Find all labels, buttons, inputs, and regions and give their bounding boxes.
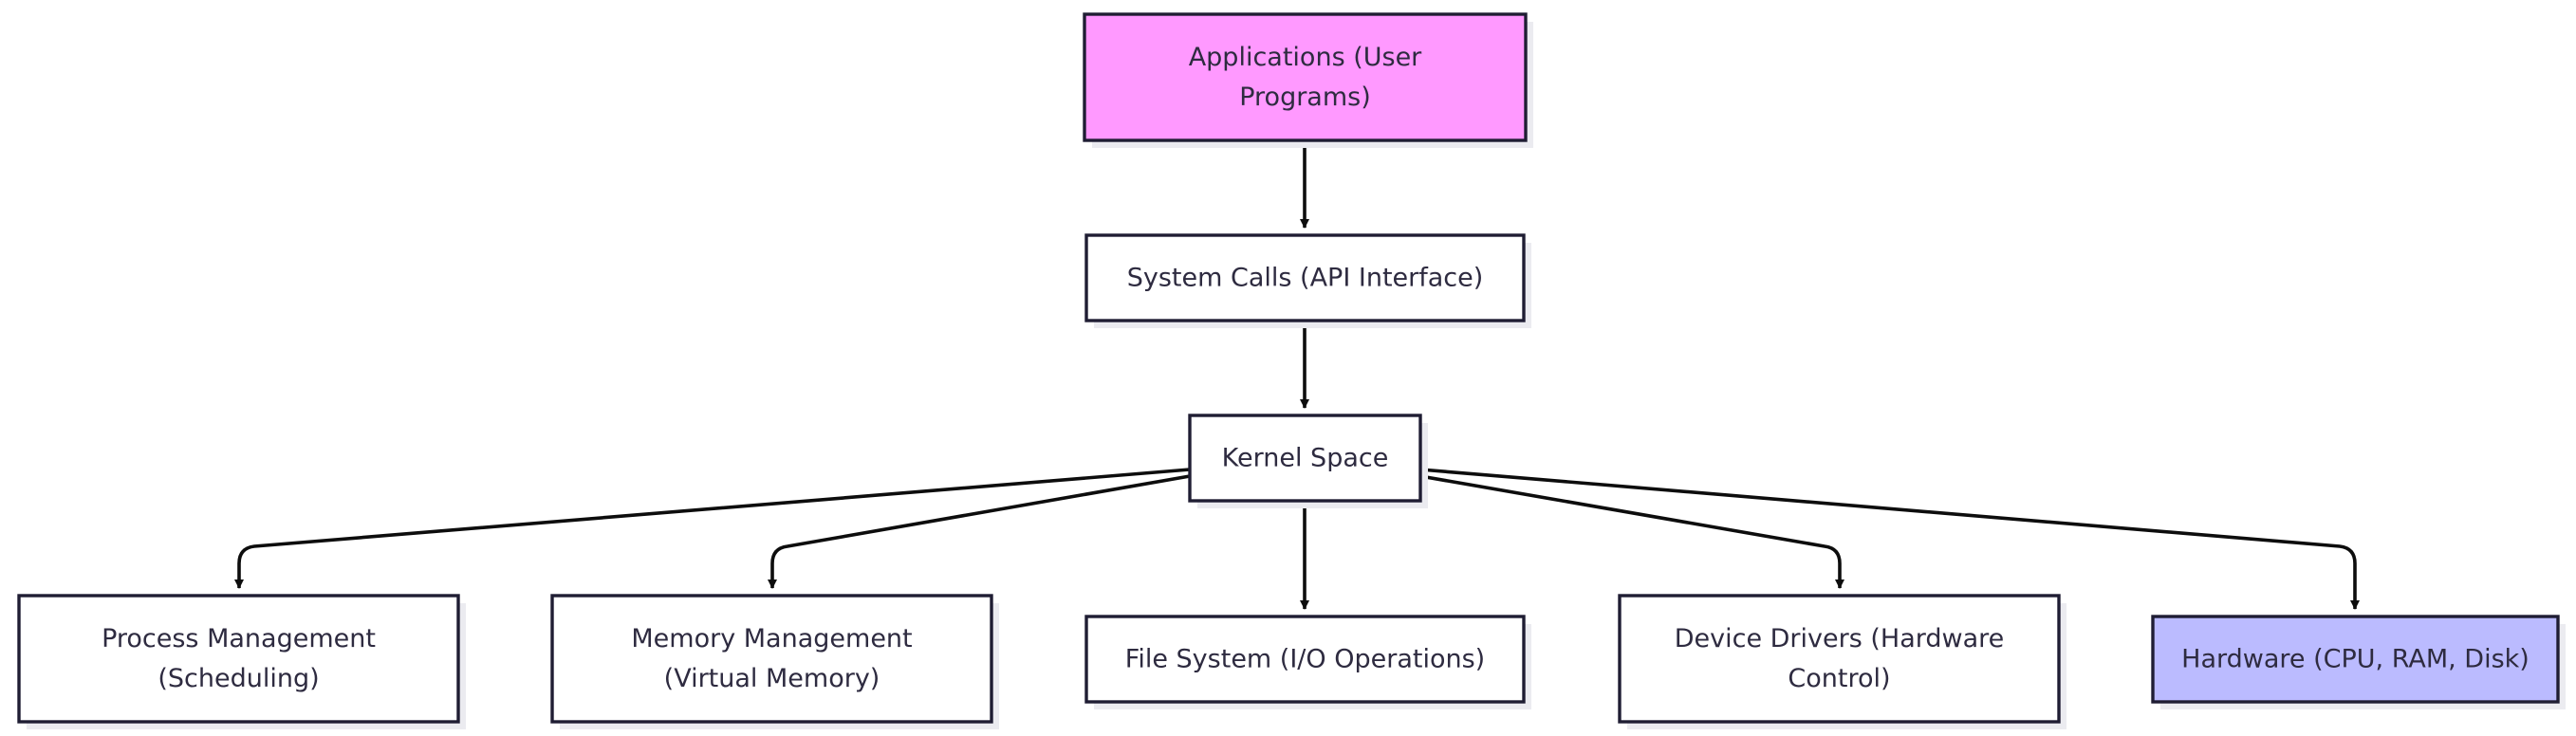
node-label-line: Process Management bbox=[102, 624, 376, 653]
node-memory-management: Memory Management (Virtual Memory) bbox=[550, 594, 999, 729]
node-label-line: Kernel Space bbox=[1222, 444, 1389, 473]
edges-layer bbox=[234, 140, 2360, 610]
edge-kernel-space-to-memory-management bbox=[768, 474, 1191, 589]
node-box bbox=[2151, 615, 2560, 704]
node-label-line: Control) bbox=[1788, 664, 1890, 693]
node-box bbox=[550, 594, 993, 724]
node-kernel-space: Kernel Space bbox=[1188, 414, 1428, 508]
node-label-line: Memory Management bbox=[631, 624, 912, 653]
node-label-line: Device Drivers (Hardware bbox=[1675, 624, 2005, 653]
edge-kernel-space-to-process-management bbox=[234, 468, 1191, 589]
node-system-calls: System Calls (API Interface) bbox=[1084, 233, 1531, 328]
node-label-line: Applications (User bbox=[1189, 43, 1422, 72]
node-box bbox=[1084, 233, 1526, 322]
node-label-line: File System (I/O Operations) bbox=[1125, 645, 1485, 674]
node-label-line: Hardware (CPU, RAM, Disk) bbox=[2181, 645, 2530, 674]
node-box bbox=[1083, 12, 1528, 142]
edge-kernel-space-to-hardware bbox=[1419, 468, 2360, 610]
node-process-management: Process Management (Scheduling) bbox=[17, 594, 466, 729]
node-label-line: Programs) bbox=[1239, 83, 1371, 112]
node-file-system: File System (I/O Operations) bbox=[1084, 615, 1531, 709]
node-box bbox=[17, 594, 460, 724]
node-label-line: System Calls (API Interface) bbox=[1127, 264, 1484, 293]
node-label-line: (Virtual Memory) bbox=[664, 664, 880, 693]
node-box bbox=[1084, 615, 1526, 704]
node-label-line: (Scheduling) bbox=[158, 664, 319, 693]
node-box bbox=[1188, 414, 1422, 503]
edge-kernel-space-to-device-drivers bbox=[1419, 474, 1844, 589]
node-box bbox=[1618, 594, 2061, 724]
node-hardware: Hardware (CPU, RAM, Disk) bbox=[2151, 615, 2566, 709]
